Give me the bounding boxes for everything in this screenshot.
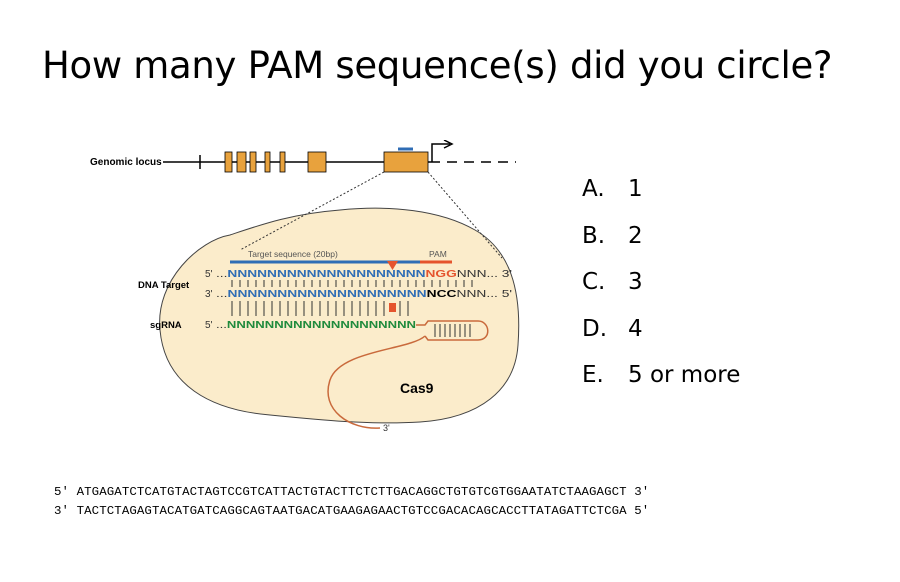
cell-body [159,207,520,424]
dna-sequence-top: 5′ ATGAGATCTCATGTACTAGTCCGTCATTACTGTACTT… [54,485,650,499]
option-e[interactable]: E. 5 or more [582,362,740,409]
option-letter: E. [582,362,604,388]
exon-3 [249,151,257,173]
dna-target-label: DNA Target [138,280,190,291]
zoom-line-right [427,171,503,259]
option-d[interactable]: D. 4 [582,316,740,363]
answer-options: A. 1 B. 2 C. 3 D. 4 E. 5 or more [582,176,740,409]
sgrna-scaffold [416,320,489,341]
sgrna-target: NNNNNNNNNNNNNNNNNNNN [227,319,416,331]
exon-5 [279,151,286,173]
base-pair-ticks-2 [231,301,409,316]
option-text: 5 or more [628,362,741,388]
exon-6 [307,151,327,173]
tss-arrowhead [443,140,454,149]
strand-top-target: NNNNNNNNNNNNNNNNNNNN [227,268,425,280]
strand-top-prefix: ... [216,268,227,280]
sgrna-5: 5' [205,320,213,331]
dna-sequence-bottom: 3′ TACTCTAGAGTACATGATCAGGCAGTAATGACATGAA… [54,504,650,518]
scaffold-stem [434,324,471,337]
genomic-locus-label: Genomic locus [90,157,162,168]
option-letter: C. [582,269,606,295]
strand-top-suffix: NNN... 3' [457,268,512,280]
rna-tail-3: 3' [383,423,390,433]
option-text: 2 [628,222,643,249]
option-c[interactable]: C. 3 [582,269,740,316]
option-b[interactable]: B. 2 [582,223,740,270]
strand-top-5: 5' [205,269,213,280]
cut-site-bottom [389,303,396,312]
strand-bottom-prefix: ... [216,288,228,300]
sgrna-label: sgRNA [150,320,182,331]
option-a[interactable]: A. 1 [582,176,740,223]
sgrna-strand: ...NNNNNNNNNNNNNNNNNNNN [216,319,416,331]
strand-top-pam: NGG [426,268,457,280]
option-text: 1 [628,176,643,202]
exon-1 [224,151,233,173]
slide-title: How many PAM sequence(s) did you circle? [42,44,833,87]
strand-bottom-target: NNNNNNNNNNNNNNNNNNNN [228,288,427,300]
rna-tail [327,335,426,429]
zoom-line-left [239,171,385,251]
exon-2 [236,151,247,173]
strand-bottom-suffix: NNN... 5' [457,288,512,300]
option-text: 3 [628,269,643,295]
crispr-diagram: Genomic locus Target sequence (20bp) PAM… [90,140,520,433]
cas9-label: Cas9 [400,380,434,396]
exon-target [383,151,429,173]
option-letter: D. [582,315,608,342]
exon-4 [264,151,271,173]
option-letter: B. [582,222,606,249]
strand-bottom-pam: NCC [427,288,457,300]
strand-bottom-3: 3' [205,289,213,300]
base-pair-ticks-1 [231,280,473,287]
tss-arrow [431,143,450,162]
target-sequence-label: Target sequence (20bp) [248,249,338,259]
sgrna-prefix: ... [216,319,227,331]
pam-label: PAM [429,249,447,259]
option-letter: A. [582,176,605,202]
cut-site-top [387,261,398,270]
option-text: 4 [628,315,643,342]
